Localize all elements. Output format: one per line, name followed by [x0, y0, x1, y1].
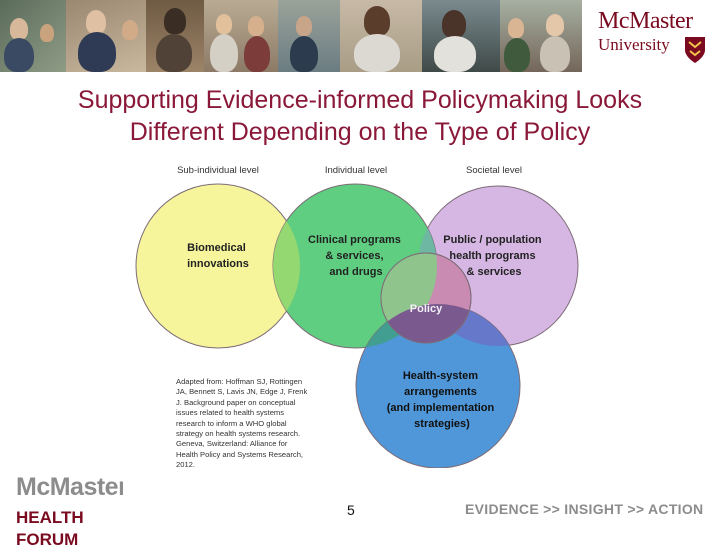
photo-tile — [500, 0, 582, 72]
mcmaster-crest-icon — [685, 37, 705, 63]
policy-type-venn-diagram: Sub-individual level Individual level So… — [135, 165, 579, 468]
circle-label-policy: Policy — [410, 303, 443, 315]
citation-line: Health Policy and Systems Research, — [176, 449, 304, 459]
header-banner: McMaster University — [0, 0, 720, 72]
citation-line: Geneva, Switzerland: Alliance for — [176, 439, 288, 449]
title-line-1: Supporting Evidence-informed Policymakin… — [77, 86, 643, 114]
photo-tile — [146, 0, 204, 72]
circle-label-biomedical: Biomedical innovations — [187, 242, 249, 270]
level-label-individual: Individual level — [325, 165, 387, 176]
mcmaster-health-forum-logo: McMaster HEALTH FORUM — [16, 472, 136, 551]
circle-label-public-health: Public / population health programs & se… — [443, 234, 544, 278]
citation-text: Adapted from: Hoffman SJ, Rottingen JA, … — [176, 377, 326, 471]
photo-tile — [0, 0, 66, 72]
footer-tagline: EVIDENCE >> INSIGHT >> ACTION — [465, 501, 704, 517]
mcmaster-university-logo: McMaster University — [582, 0, 720, 72]
citation-line: issues related to health systems — [176, 408, 285, 418]
brand-name: McMaster — [598, 8, 693, 34]
brand-subtitle: University — [598, 35, 670, 54]
level-label-societal: Societal level — [466, 165, 522, 176]
footer-logo-line-1: McMaster — [16, 473, 123, 501]
citation-line: Adapted from: Hoffman SJ, Rottingen — [176, 377, 303, 386]
photo-tile — [340, 0, 422, 72]
citation-line: 2012. — [176, 460, 196, 470]
citation-line: strategy on health systems research. — [176, 429, 301, 439]
photo-tile — [204, 0, 278, 72]
title-line-2: Different Depending on the Type of Polic… — [129, 118, 591, 146]
level-label-sub-individual: Sub-individual level — [177, 165, 259, 176]
citation-line: research to inform a WHO global — [176, 418, 287, 428]
citation-line: J. Background paper on conceptual — [176, 397, 296, 407]
photo-tile — [422, 0, 500, 72]
circle-label-health-system: Health-system arrangements (and implemen… — [387, 370, 498, 430]
photo-tile — [66, 0, 146, 72]
photo-tile — [278, 0, 340, 72]
citation-line: JA, Bennett S, Lavis JN, Edge J, Frenk — [176, 387, 308, 397]
circle-label-clinical: Clinical programs & services, and drugs — [308, 234, 404, 278]
footer-logo-line-2: HEALTH FORUM — [16, 508, 84, 549]
slide-title: Supporting Evidence-informed Policymakin… — [0, 84, 720, 148]
page-number: 5 — [347, 502, 355, 518]
